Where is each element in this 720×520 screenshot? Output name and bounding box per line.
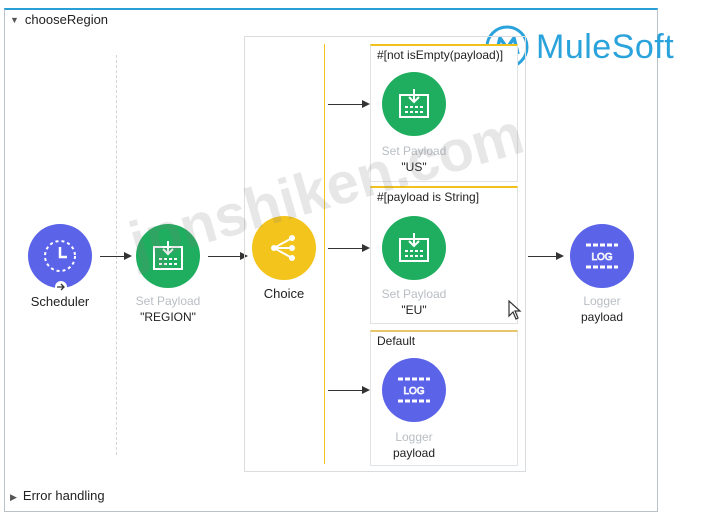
- route-arrow: [328, 385, 370, 394]
- source-divider: [116, 55, 117, 455]
- scheduler-node[interactable]: [28, 224, 92, 288]
- svg-text:LOG: LOG: [591, 252, 612, 263]
- route-expression[interactable]: #[not isEmpty(payload)]: [377, 48, 504, 62]
- expand-triangle-icon[interactable]: ▶: [10, 492, 17, 502]
- mouse-cursor-icon: [508, 300, 522, 320]
- choice-node[interactable]: [252, 216, 316, 280]
- set-payload-eu-title: Set Payload: [381, 287, 447, 301]
- set-payload-us-value: "US": [401, 160, 427, 174]
- logger-payload-node[interactable]: LOG: [570, 224, 634, 288]
- set-payload-region-title: Set Payload: [135, 294, 201, 308]
- collapse-triangle-icon[interactable]: ▼: [10, 15, 19, 25]
- logger-default-node[interactable]: LOG: [382, 358, 446, 422]
- route-expression[interactable]: Default: [377, 334, 416, 348]
- log-icon: LOG: [398, 377, 430, 403]
- flow-arrow: [100, 251, 132, 260]
- set-payload-region-value: "REGION": [140, 310, 196, 324]
- error-handling-header[interactable]: ▶ Error handling: [10, 488, 105, 503]
- source-arrow-icon: [55, 281, 67, 293]
- route-arrow: [328, 243, 370, 252]
- clock-icon: [44, 240, 76, 272]
- mulesoft-logo-text: MuleSoft: [536, 27, 675, 66]
- choice-router-icon: [271, 235, 295, 261]
- set-payload-icon: [399, 89, 429, 118]
- scheduler-label: Scheduler: [30, 294, 90, 309]
- svg-text:LOG: LOG: [403, 386, 424, 397]
- set-payload-us-node[interactable]: [382, 72, 446, 136]
- flow-name: chooseRegion: [24, 12, 109, 27]
- log-icon: LOG: [586, 243, 618, 269]
- flow-canvas: [4, 8, 658, 512]
- choice-label: Choice: [263, 286, 305, 301]
- logger-payload-value: payload: [580, 310, 624, 324]
- route-arrow: [328, 99, 370, 108]
- set-payload-eu-node[interactable]: [382, 216, 446, 280]
- set-payload-icon: [153, 241, 183, 270]
- choice-scope: [244, 36, 526, 472]
- logger-payload-title: Logger: [583, 294, 621, 308]
- flow-header-choose-region[interactable]: ▼ chooseRegion: [10, 12, 108, 27]
- flow-arrow: [528, 251, 564, 260]
- set-payload-region-node[interactable]: [136, 224, 200, 288]
- logger-default-title: Logger: [395, 430, 433, 444]
- route-expression[interactable]: #[payload is String]: [377, 190, 480, 204]
- error-handling-label: Error handling: [22, 488, 105, 503]
- choice-router-line: [324, 44, 325, 464]
- logger-default-value: payload: [392, 446, 436, 460]
- flow-arrow: [208, 251, 248, 260]
- set-payload-us-title: Set Payload: [381, 144, 447, 158]
- set-payload-eu-value: "EU": [401, 303, 427, 317]
- set-payload-icon: [399, 233, 429, 262]
